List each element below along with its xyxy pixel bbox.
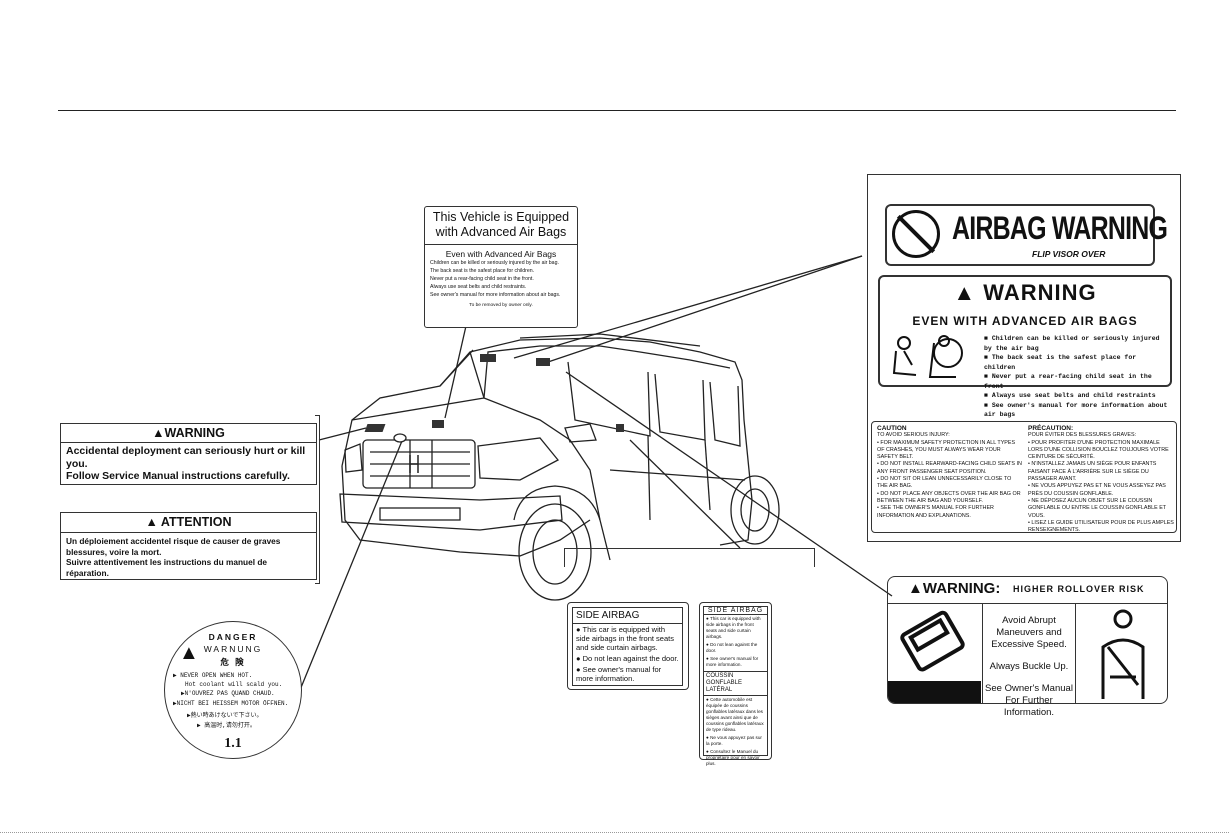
visor-warning-line: Always use seat belts and child restrain… <box>991 392 1156 399</box>
hood-warning-line: Accidental deployment can seriously hurt… <box>66 445 306 470</box>
warning-triangle-icon: ▲ <box>152 426 165 440</box>
advanced-airbag-line: Never put a rear-facing child seat in th… <box>430 276 534 282</box>
airbag-warning-title: AIRBAG WARNING <box>952 210 1168 246</box>
visor-warning-subtitle: EVEN WITH ADVANCED AIR BAGS <box>912 314 1138 328</box>
side-airbag-bracket <box>564 548 815 567</box>
hood-warning-title: WARNING <box>164 426 225 440</box>
caution-line-en: SEE THE OWNER'S MANUAL FOR FURTHER INFOR… <box>877 505 994 519</box>
visor-warning-title: WARNING <box>983 280 1097 305</box>
side-airbag-line: This car is equipped with side airbags i… <box>576 625 674 652</box>
rollover-line: Avoid Abrupt Maneuvers and Excessive Spe… <box>991 615 1067 650</box>
header-rule <box>58 110 1176 111</box>
caution-title-en: CAUTION <box>877 425 907 432</box>
visor-warning-line: Never put a rear-facing child seat in th… <box>984 373 1152 390</box>
caution-title-fr: PRÉCAUTION: <box>1028 425 1074 432</box>
danger-line: 高温时,请勿打开。 <box>204 722 256 729</box>
danger-line: Hot coolant will scald you. <box>185 681 283 688</box>
hood-attention-title: ATTENTION <box>160 515 232 529</box>
caution-label: CAUTION TO AVOID SERIOUS INJURY: • FOR M… <box>871 421 1177 533</box>
child-seat-airbag-icon <box>892 335 963 378</box>
advanced-airbags-warning-label: ▲ WARNING EVEN WITH ADVANCED AIR BAGS ■ … <box>878 275 1172 418</box>
caution-line-fr: N'INSTALLEZ JAMAIS UN SIÈGE POUR ENFANTS… <box>1028 461 1157 483</box>
hood-label-bracket <box>315 415 320 584</box>
danger-line: NICHT BEI HEISSEM MOTOR ÖFFNEN. <box>176 700 289 707</box>
caution-line-en: FOR MAXIMUM SAFETY PROTECTION IN ALL TYP… <box>877 439 1016 461</box>
rollover-line: Always Buckle Up. <box>989 661 1069 672</box>
side-airbag-title: SIDE AIRBAG <box>573 608 682 624</box>
rollover-black-bar <box>888 681 981 703</box>
bottom-rule <box>0 832 1229 833</box>
seat-belt-icon <box>1101 609 1145 699</box>
advanced-airbag-heading: This Vehicle is Equipped with Advanced A… <box>425 207 577 245</box>
caution-line-en: DO NOT PLACE ANY OBJECTS OVER THE AIR BA… <box>877 490 1021 504</box>
caution-line-fr: NE VOUS APPUYEZ PAS ET NE VOUS ASSEYEZ P… <box>1028 483 1166 497</box>
advanced-airbag-line: See owner's manual for more information … <box>430 292 561 298</box>
advanced-airbag-subheading: Even with Advanced Air Bags <box>445 249 557 259</box>
advanced-airbag-footer: To be removed by owner only. <box>469 303 533 308</box>
caution-line-en: DO NOT INSTALL REARWARD-FACING CHILD SEA… <box>877 461 1022 475</box>
danger-title-en: DANGER <box>208 632 258 642</box>
advanced-airbag-line: Always use seat belts and child restrain… <box>430 284 527 290</box>
side-airbag-line-fr: Cette automobile est équipée de coussins… <box>706 697 764 732</box>
side-airbag-line-fr: Consultez le Manuel du propriétaire pour… <box>706 749 760 766</box>
warning-triangle-icon: ▲ <box>908 580 923 597</box>
side-airbag-bilingual-label: SIDE AIRBAG ● This car is equipped with … <box>699 602 772 766</box>
caution-sub-fr: POUR ÉVITER DES BLESSURES GRAVES: <box>1028 432 1137 439</box>
warning-triangle-icon: ▲ <box>179 642 199 664</box>
hood-attention-line: Suivre attentivement les instructions du… <box>66 557 268 578</box>
danger-title-jp: 危 険 <box>220 657 246 667</box>
side-airbag-line-fr: Ne vous appuyez pas sur la porte. <box>706 735 762 746</box>
rollover-warning-label: ▲WARNING: HIGHER ROLLOVER RISK Avoid Abr… <box>887 576 1168 718</box>
caution-line-fr: POUR PROFITER D'UNE PROTECTION MAXIMALE … <box>1028 439 1169 461</box>
danger-line: N'OUVREZ PAS QUAND CHAUD. <box>184 690 275 697</box>
visor-labels-panel: AIRBAG WARNING FLIP VISOR OVER ▲ WARNING… <box>867 174 1181 542</box>
danger-title-de: WARNUNG <box>203 644 263 654</box>
advanced-airbag-line: The back seat is the safest place for ch… <box>430 268 535 274</box>
hood-attention-line: Un déploiement accidentel risque de caus… <box>66 536 281 557</box>
visor-warning-line: The back seat is the safest place for ch… <box>984 354 1137 371</box>
side-airbag-line: Do not lean against the door. <box>582 654 679 663</box>
rollover-subtitle: HIGHER ROLLOVER RISK <box>1013 584 1145 594</box>
airbag-warning-subtitle: FLIP VISOR OVER <box>1032 249 1106 259</box>
visor-warning-line: Children can be killed or seriously inju… <box>984 335 1160 352</box>
hood-attention-label: ▲ ATTENTION Un déploiement accidentel ri… <box>60 512 317 580</box>
side-airbag-title-fr: COUSSIN GONFLABLE LATÉRAL <box>704 671 767 696</box>
hood-warning-line: Follow Service Manual instructions caref… <box>66 470 290 482</box>
warning-triangle-icon: ▲ <box>953 280 984 305</box>
side-airbag-line: See owner's manual for more information. <box>706 656 759 667</box>
rollover-title: WARNING: <box>922 580 1001 597</box>
danger-pressure: 1.1 <box>224 736 242 751</box>
rollover-line: See Owner's Manual For Further Informati… <box>985 683 1073 718</box>
radiator-danger-label: DANGER WARNUNG 危 険 ▲ ▶ NEVER OPEN WHEN H… <box>164 621 302 759</box>
caution-sub-en: TO AVOID SERIOUS INJURY: <box>877 432 950 439</box>
warning-triangle-icon: ▲ <box>145 515 161 529</box>
side-airbag-label: SIDE AIRBAG ● This car is equipped with … <box>567 602 689 690</box>
visor-warning-line: See owner's manual for more information … <box>984 401 1168 419</box>
side-airbag-line: Do not lean against the door. <box>706 642 758 653</box>
rollover-car-icon <box>900 610 965 672</box>
side-airbag-line: This car is equipped with side airbags i… <box>706 616 761 639</box>
caution-line-fr: NE DÉPOSEZ AUCUN OBJET SUR LE COUSSIN GO… <box>1028 497 1166 519</box>
side-airbag-title: SIDE AIRBAG <box>704 607 767 615</box>
side-airbag-line: See owner's manual for more information. <box>576 665 662 683</box>
hood-warning-label: ▲WARNING Accidental deployment can serio… <box>60 423 317 485</box>
no-child-seat-icon <box>892 210 940 258</box>
danger-line: NEVER OPEN WHEN HOT. <box>180 672 253 679</box>
danger-line: 熱い時あけないで下さい。 <box>190 712 263 719</box>
caution-line-en: DO NOT SIT OR LEAN UNNECESSARILY CLOSE T… <box>877 476 1012 490</box>
airbag-warning-visor-label: AIRBAG WARNING FLIP VISOR OVER <box>885 204 1168 266</box>
advanced-airbag-line: Children can be killed or seriously inju… <box>430 260 559 266</box>
advanced-airbag-label: This Vehicle is Equipped with Advanced A… <box>424 206 578 328</box>
caution-line-fr: LISEZ LE GUIDE UTILISATEUR POUR DE PLUS … <box>1028 519 1174 534</box>
